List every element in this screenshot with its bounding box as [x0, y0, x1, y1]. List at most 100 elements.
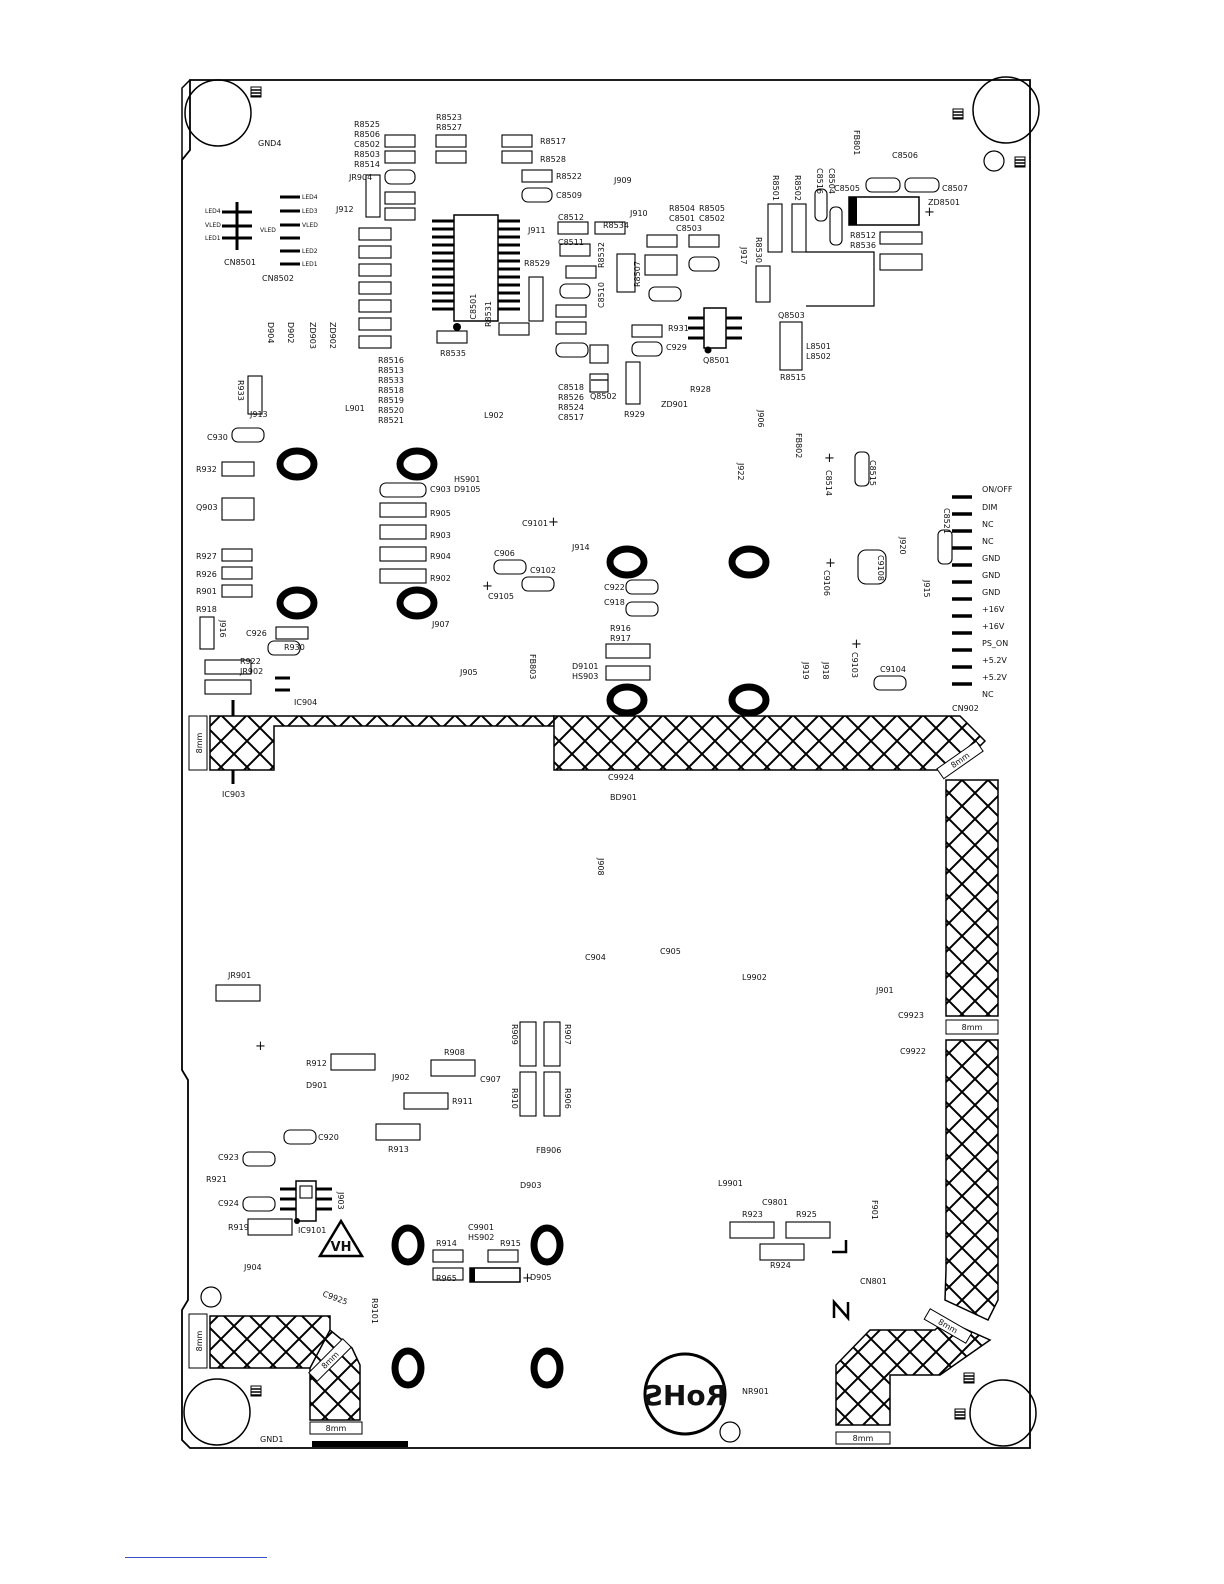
ref-label: C9924 — [608, 773, 634, 782]
isolation-zone-right-upper — [945, 779, 999, 1017]
hv-text: HV — [331, 1240, 352, 1255]
q8501-footprint — [688, 307, 742, 354]
ref-label: C8504 — [827, 168, 836, 194]
ref-label: C904 — [585, 953, 606, 962]
ref-label: R911 — [452, 1097, 473, 1106]
ref-label: R9101 — [370, 1298, 379, 1324]
ref-label: C9801 — [762, 1198, 788, 1207]
ref-label: C907 — [480, 1075, 501, 1084]
rohs-text: RoHS — [643, 1379, 727, 1412]
ref-label: F901 — [870, 1200, 879, 1220]
ref-label: R918 — [196, 605, 217, 614]
mounting-hole — [183, 1378, 251, 1446]
ref-label: R931 — [668, 324, 689, 333]
fiducial — [983, 150, 1005, 172]
cn902-pin-label: +5.2V — [982, 656, 1007, 665]
ref-label: R925 — [796, 1210, 817, 1219]
ref-label: R8521 — [378, 416, 404, 425]
ref-label: R965 — [436, 1274, 457, 1283]
led-label: VLED — [302, 222, 318, 229]
ref-label: R901 — [196, 587, 217, 596]
ref-label: C9106 — [822, 570, 831, 596]
ref-label: C930 — [207, 433, 228, 442]
ref-label: R906 — [563, 1088, 572, 1109]
ref-label: C9103 — [850, 652, 859, 678]
ref-label: C8505 — [834, 184, 860, 193]
ref-label: R916 — [610, 624, 631, 633]
ref-label: R932 — [196, 465, 217, 474]
designator-labels: GND4 GND1 CN8501 CN8502 J912 JR904 R8525… — [196, 113, 968, 1444]
led-label: VLED — [205, 222, 221, 229]
ref-label: C8515 — [868, 460, 877, 486]
ref-label: R8522 — [556, 172, 582, 181]
board-outline — [181, 79, 1031, 1449]
cn902-pin-label: +16V — [982, 622, 1005, 631]
led-label-group: LED4 VLED LED1 LED4 LED3 VLED VLED LED2 … — [205, 194, 318, 268]
hv-warning-icon: HV — [317, 1218, 365, 1258]
ref-label: R8518 — [378, 386, 404, 395]
ref-label: ZD8501 — [928, 198, 960, 207]
ref-label: C920 — [318, 1133, 339, 1142]
capacitor-group — [231, 169, 953, 1212]
ref-label: R8515 — [780, 373, 806, 382]
ref-label: R922 — [240, 657, 261, 666]
dimension-marker: 8mm — [188, 715, 208, 771]
smd-pad-group — [199, 134, 923, 1281]
ref-label: R913 — [388, 1145, 409, 1154]
ref-label: FB801 — [852, 130, 861, 155]
ref-label: R919 — [228, 1223, 249, 1232]
ref-label: J904 — [243, 1263, 262, 1272]
ref-label: JR902 — [239, 667, 263, 676]
led-label: LED4 — [205, 208, 221, 215]
ref-label: R926 — [196, 570, 217, 579]
ref-label: J916 — [218, 619, 227, 638]
ref-label: IC904 — [294, 698, 317, 707]
ref-label: J908 — [596, 857, 605, 876]
ref-label: R917 — [610, 634, 631, 643]
ref-label: J912 — [335, 205, 354, 214]
ref-label: FB906 — [536, 1146, 561, 1155]
ref-label: C906 — [494, 549, 515, 558]
cn902-pin-label: NC — [982, 537, 994, 546]
dimension-label: 8mm — [195, 1330, 204, 1351]
ref-label: J901 — [875, 986, 894, 995]
ref-label: C8507 — [942, 184, 968, 193]
fiducial — [719, 1421, 741, 1443]
svg-text:+: + — [824, 451, 835, 466]
ref-label: R8533 — [378, 376, 404, 385]
trace-lines — [591, 251, 875, 381]
ref-label: CN8502 — [262, 274, 294, 283]
ref-label: J906 — [756, 409, 765, 428]
ref-label: C9105 — [488, 592, 514, 601]
svg-text:+: + — [482, 579, 493, 594]
ref-label: C9922 — [900, 1047, 926, 1056]
ref-label: J918 — [821, 661, 830, 680]
ref-label: R8528 — [540, 155, 566, 164]
screw-icon — [1014, 156, 1026, 168]
ref-label: GND4 — [258, 139, 281, 148]
ref-label: R929 — [624, 410, 645, 419]
ref-label: C8510 — [597, 282, 606, 308]
ref-label: JR904 — [348, 173, 372, 182]
ref-label: J913 — [249, 410, 268, 419]
ref-label: R8534 — [603, 221, 629, 230]
dimension-marker: 8mm — [835, 1431, 891, 1445]
d905-diode — [469, 1267, 521, 1283]
ref-label: R8519 — [378, 396, 404, 405]
ref-label: R910 — [510, 1088, 519, 1109]
cn902-pin-label: GND — [982, 554, 1000, 563]
ref-label: R905 — [430, 509, 451, 518]
ic8501-footprint — [432, 214, 520, 331]
ref-label: C8501 — [669, 214, 695, 223]
ref-label: C905 — [660, 947, 681, 956]
ref-label: C8516 — [815, 168, 824, 194]
cn902-pin-label: PS_ON — [982, 639, 1008, 648]
svg-text:+: + — [548, 515, 559, 530]
ref-label: C9102 — [530, 566, 556, 575]
ref-label: R8504 — [669, 204, 695, 213]
svg-text:+: + — [522, 1271, 533, 1286]
ref-label: Q8501 — [703, 356, 730, 365]
ref-label: D904 — [266, 322, 275, 343]
ref-label: HS901 — [454, 475, 480, 484]
ref-label: GND1 — [260, 1435, 283, 1444]
